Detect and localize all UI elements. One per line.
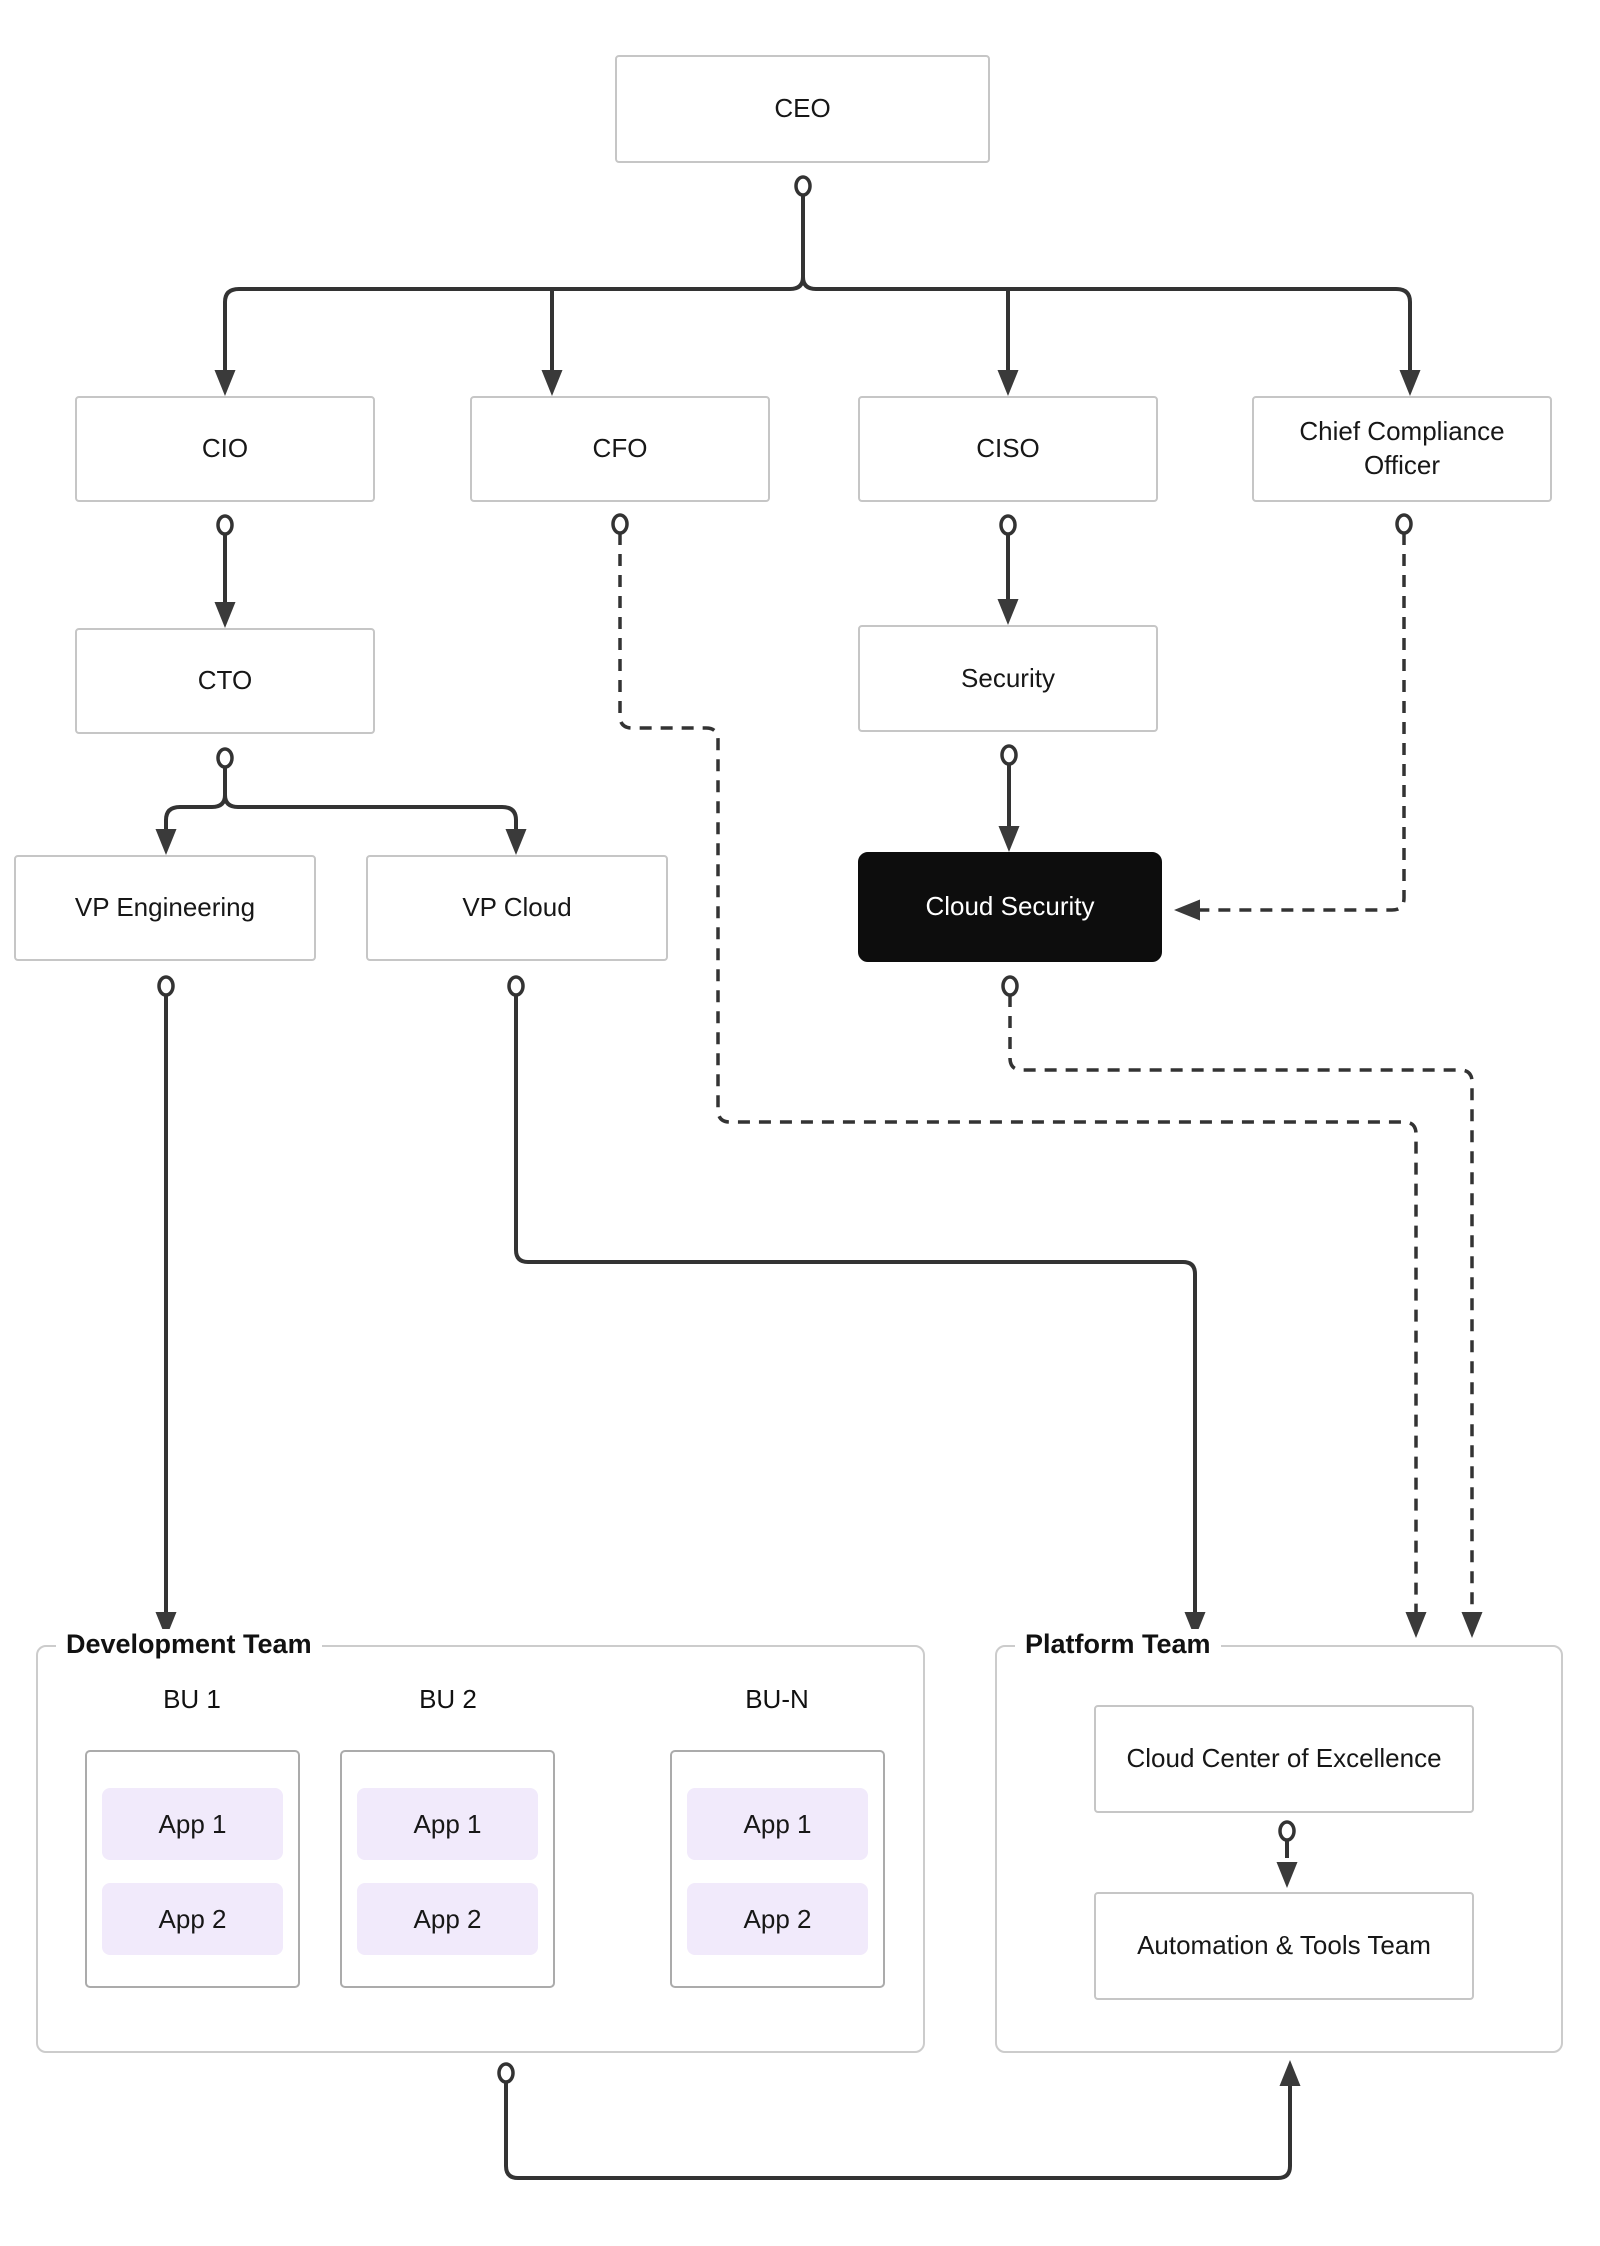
node-cloud-security: Cloud Security [858, 852, 1162, 962]
bu-label-bu-2: BU 2 [419, 1684, 477, 1714]
edge-development-team-to-platform-team [497, 2060, 1301, 2180]
node-ceo: CEO [615, 55, 990, 163]
node-cfo: CFO [470, 396, 770, 502]
edge-path-cco-to-cloud-security [1198, 533, 1406, 912]
arrowhead-icon-cto-to-vp-cloud [505, 829, 527, 855]
app-chip-bu-1-1: App 1 [102, 1788, 283, 1860]
cluster-label-development-team: Development Team [56, 1629, 322, 1660]
edge-ceo-to-ciso [997, 289, 1019, 396]
edge-start-dot-cloud-security-to-platform-team [1001, 975, 1019, 997]
node-automation-tools-team: Automation & Tools Team [1094, 1892, 1474, 2000]
edge-cloud-security-to-platform-team [1001, 975, 1483, 1638]
node-security: Security [858, 625, 1158, 732]
arrowhead-icon-ceo-to-cio [214, 370, 236, 396]
bu-label-bu-1: BU 1 [163, 1684, 221, 1714]
arrowhead-icon-cloud-security-to-platform-team [1461, 1612, 1483, 1638]
node-vp-engineering: VP Engineering [14, 855, 316, 961]
edge-path-ceo-to-cco [801, 195, 1412, 372]
node-cto: CTO [75, 628, 375, 734]
edge-path-development-team-to-platform-team [504, 2082, 1292, 2180]
app-chip-bu-2-1: App 1 [357, 1788, 538, 1860]
arrowhead-icon-security-to-cloud-security [998, 826, 1020, 852]
edge-cto-to-vp-engineering [155, 747, 234, 855]
edge-cto-to-vp-cloud [223, 767, 527, 855]
node-vp-cloud: VP Cloud [366, 855, 668, 961]
edge-path-cloud-security-to-platform-team [1008, 995, 1474, 1612]
app-chip-bu-1-2: App 2 [102, 1883, 283, 1955]
node-cio: CIO [75, 396, 375, 502]
edge-path-ceo-to-cio [223, 195, 805, 372]
edge-ciso-to-security [997, 514, 1019, 625]
arrowhead-icon-ceo-to-cco [1399, 370, 1421, 396]
edge-security-to-cloud-security [998, 744, 1020, 852]
edge-path-vp-cloud-to-platform-team [514, 995, 1197, 1612]
edge-start-dot-cto-to-vp-engineering [216, 747, 234, 769]
edge-start-dot-ceo-to-cio [794, 175, 812, 197]
edge-start-dot-cio-to-cto [216, 514, 234, 536]
edge-vp-engineering-to-development-team [155, 975, 177, 1638]
cluster-development-team: Development Team [36, 1629, 925, 2053]
arrowhead-icon-cio-to-cto [214, 602, 236, 628]
arrowhead-icon-cco-to-cloud-security [1174, 899, 1200, 921]
arrowhead-icon-cfo-to-platform-team [1405, 1612, 1427, 1638]
edge-path-cto-to-vp-cloud [223, 767, 518, 831]
arrowhead-icon-ceo-to-cfo [541, 370, 563, 396]
edge-start-dot-vp-engineering-to-development-team [157, 975, 175, 997]
edge-start-dot-security-to-cloud-security [1000, 744, 1018, 766]
app-chip-bu-n-1: App 1 [687, 1788, 868, 1860]
arrowhead-icon-ceo-to-ciso [997, 370, 1019, 396]
node-chief-compliance-officer: Chief Compliance Officer [1252, 396, 1552, 502]
edge-ceo-to-cco [801, 195, 1421, 396]
edge-start-dot-vp-cloud-to-platform-team [507, 975, 525, 997]
edge-vp-cloud-to-platform-team [507, 975, 1206, 1638]
arrowhead-icon-development-team-to-platform-team [1279, 2060, 1301, 2086]
edge-cio-to-cto [214, 514, 236, 628]
node-cloud-center-of-excellence: Cloud Center of Excellence [1094, 1705, 1474, 1813]
edge-start-dot-cfo-to-platform-team [611, 513, 629, 535]
cluster-platform-team: Platform Team [995, 1629, 1563, 2053]
edge-path-cto-to-vp-engineering [164, 767, 227, 831]
edge-cco-to-cloud-security [1174, 513, 1413, 921]
bu-label-bu-n: BU-N [745, 1684, 809, 1714]
arrowhead-icon-cto-to-vp-engineering [155, 829, 177, 855]
edge-ceo-to-cfo [541, 289, 563, 396]
edge-start-dot-cco-to-cloud-security [1395, 513, 1413, 535]
edge-start-dot-development-team-to-platform-team [497, 2062, 515, 2084]
cluster-label-platform-team: Platform Team [1015, 1629, 1221, 1660]
arrowhead-icon-ciso-to-security [997, 599, 1019, 625]
edge-ceo-to-cio [214, 175, 812, 396]
app-chip-bu-2-2: App 2 [357, 1883, 538, 1955]
app-chip-bu-n-2: App 2 [687, 1883, 868, 1955]
node-ciso: CISO [858, 396, 1158, 502]
edge-start-dot-ciso-to-security [999, 514, 1017, 536]
